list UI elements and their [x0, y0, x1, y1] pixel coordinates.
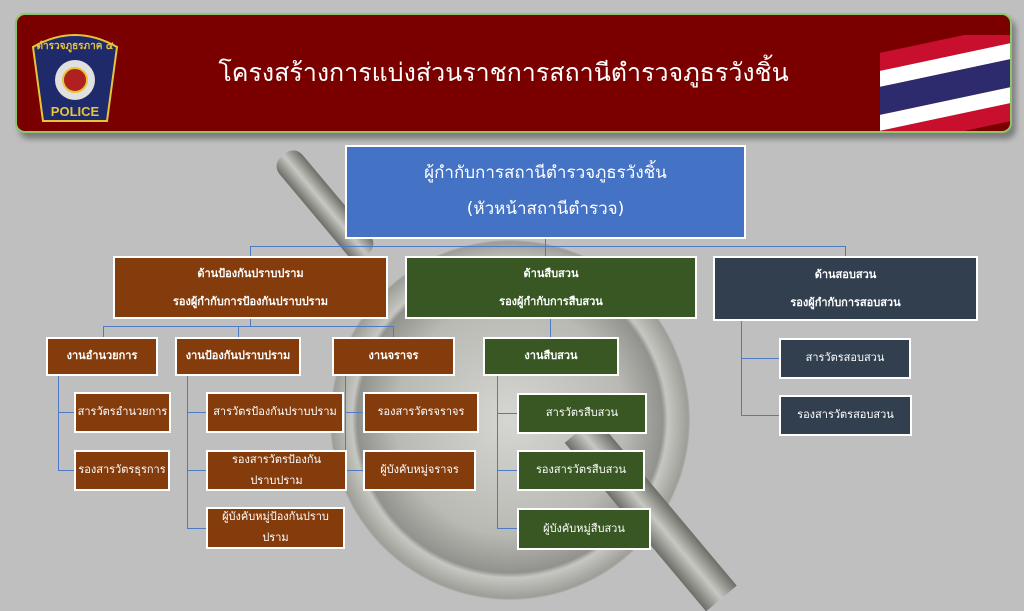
badge-police-label: POLICE [51, 104, 100, 119]
division-head: รองผู้กำกับการป้องกันปราบปราม [172, 294, 329, 308]
division-title: ด้านป้องกันปราบปราม [197, 267, 304, 280]
thai-flag-icon [880, 35, 1010, 131]
staff-box: สารวัตรสอบสวน [779, 338, 911, 379]
connector [345, 375, 346, 470]
chief-title: ผู้กำกับการสถานีตำรวจภูธรวังชิ้น [424, 163, 667, 184]
staff-box: รองสารวัตรสอบสวน [779, 395, 912, 436]
connector [58, 470, 74, 471]
unit-investigation: งานสืบสวน [483, 337, 619, 376]
connector [497, 413, 517, 414]
staff-box: สารวัตรอำนวยการ [74, 392, 171, 433]
connector [250, 246, 251, 256]
connector [741, 358, 779, 359]
connector [58, 412, 74, 413]
staff-box: รองสารวัตรสืบสวน [517, 450, 645, 491]
badge-region-text: ตำรวจภูธรภาค ๕ [37, 40, 114, 53]
staff-box: สารวัตรสืบสวน [517, 393, 647, 434]
connector [187, 375, 188, 528]
connector [103, 326, 393, 327]
connector [187, 412, 206, 413]
division-head: รองผู้กำกับการสืบสวน [499, 294, 603, 308]
staff-box: ผู้บังคับหมู่ป้องกันปราบปราม [206, 507, 345, 549]
staff-box: รองสารวัตรป้องกันปราบปราม [206, 450, 347, 491]
staff-box: สารวัตรป้องกันปราบปราม [206, 392, 344, 433]
connector [393, 326, 394, 337]
connector [238, 326, 239, 337]
staff-box: ผู้บังคับหมู่สืบสวน [517, 508, 651, 550]
connector [845, 246, 846, 256]
connector [497, 528, 517, 529]
division-inquiry: ด้านสอบสวน รองผู้กำกับการสอบสวน [713, 256, 978, 321]
connector [741, 415, 779, 416]
connector [345, 470, 363, 471]
division-prevention: ด้านป้องกันปราบปราม รองผู้กำกับการป้องกั… [113, 256, 388, 319]
connector [497, 375, 498, 528]
page-title: โครงสร้างการแบ่งส่วนราชการสถานีตำรวจภูธร… [218, 58, 789, 87]
staff-box: รองสารวัตรจราจร [363, 392, 479, 433]
division-title: ด้านสืบสวน [523, 267, 579, 280]
connector [345, 412, 363, 413]
connector [550, 318, 551, 337]
chief-box: ผู้กำกับการสถานีตำรวจภูธรวังชิ้น (หัวหน้… [345, 145, 746, 239]
unit-administration: งานอำนวยการ [46, 337, 158, 376]
connector [497, 470, 517, 471]
header-banner: ตำรวจภูธรภาค ๕ POLICE โครงสร้างการแบ่งส่… [15, 13, 1012, 133]
connector [103, 326, 104, 337]
police-badge-logo: ตำรวจภูธรภาค ๕ POLICE [31, 34, 119, 122]
division-investigation: ด้านสืบสวน รองผู้กำกับการสืบสวน [405, 256, 697, 319]
connector [187, 470, 206, 471]
connector [58, 375, 59, 470]
connector [250, 318, 251, 326]
chief-subtitle: (หัวหน้าสถานีตำรวจ) [466, 199, 625, 219]
connector [741, 320, 742, 415]
division-head: รองผู้กำกับการสอบสวน [790, 295, 901, 309]
connector [187, 528, 206, 529]
unit-prevention: งานป้องกันปราบปราม [175, 337, 301, 376]
staff-box: รองสารวัตรธุรการ [74, 450, 170, 491]
unit-traffic: งานจราจร [332, 337, 455, 376]
staff-box: ผู้บังคับหมู่จราจร [363, 450, 476, 491]
connector [250, 246, 845, 247]
division-title: ด้านสอบสวน [814, 268, 877, 281]
connector [545, 238, 546, 256]
